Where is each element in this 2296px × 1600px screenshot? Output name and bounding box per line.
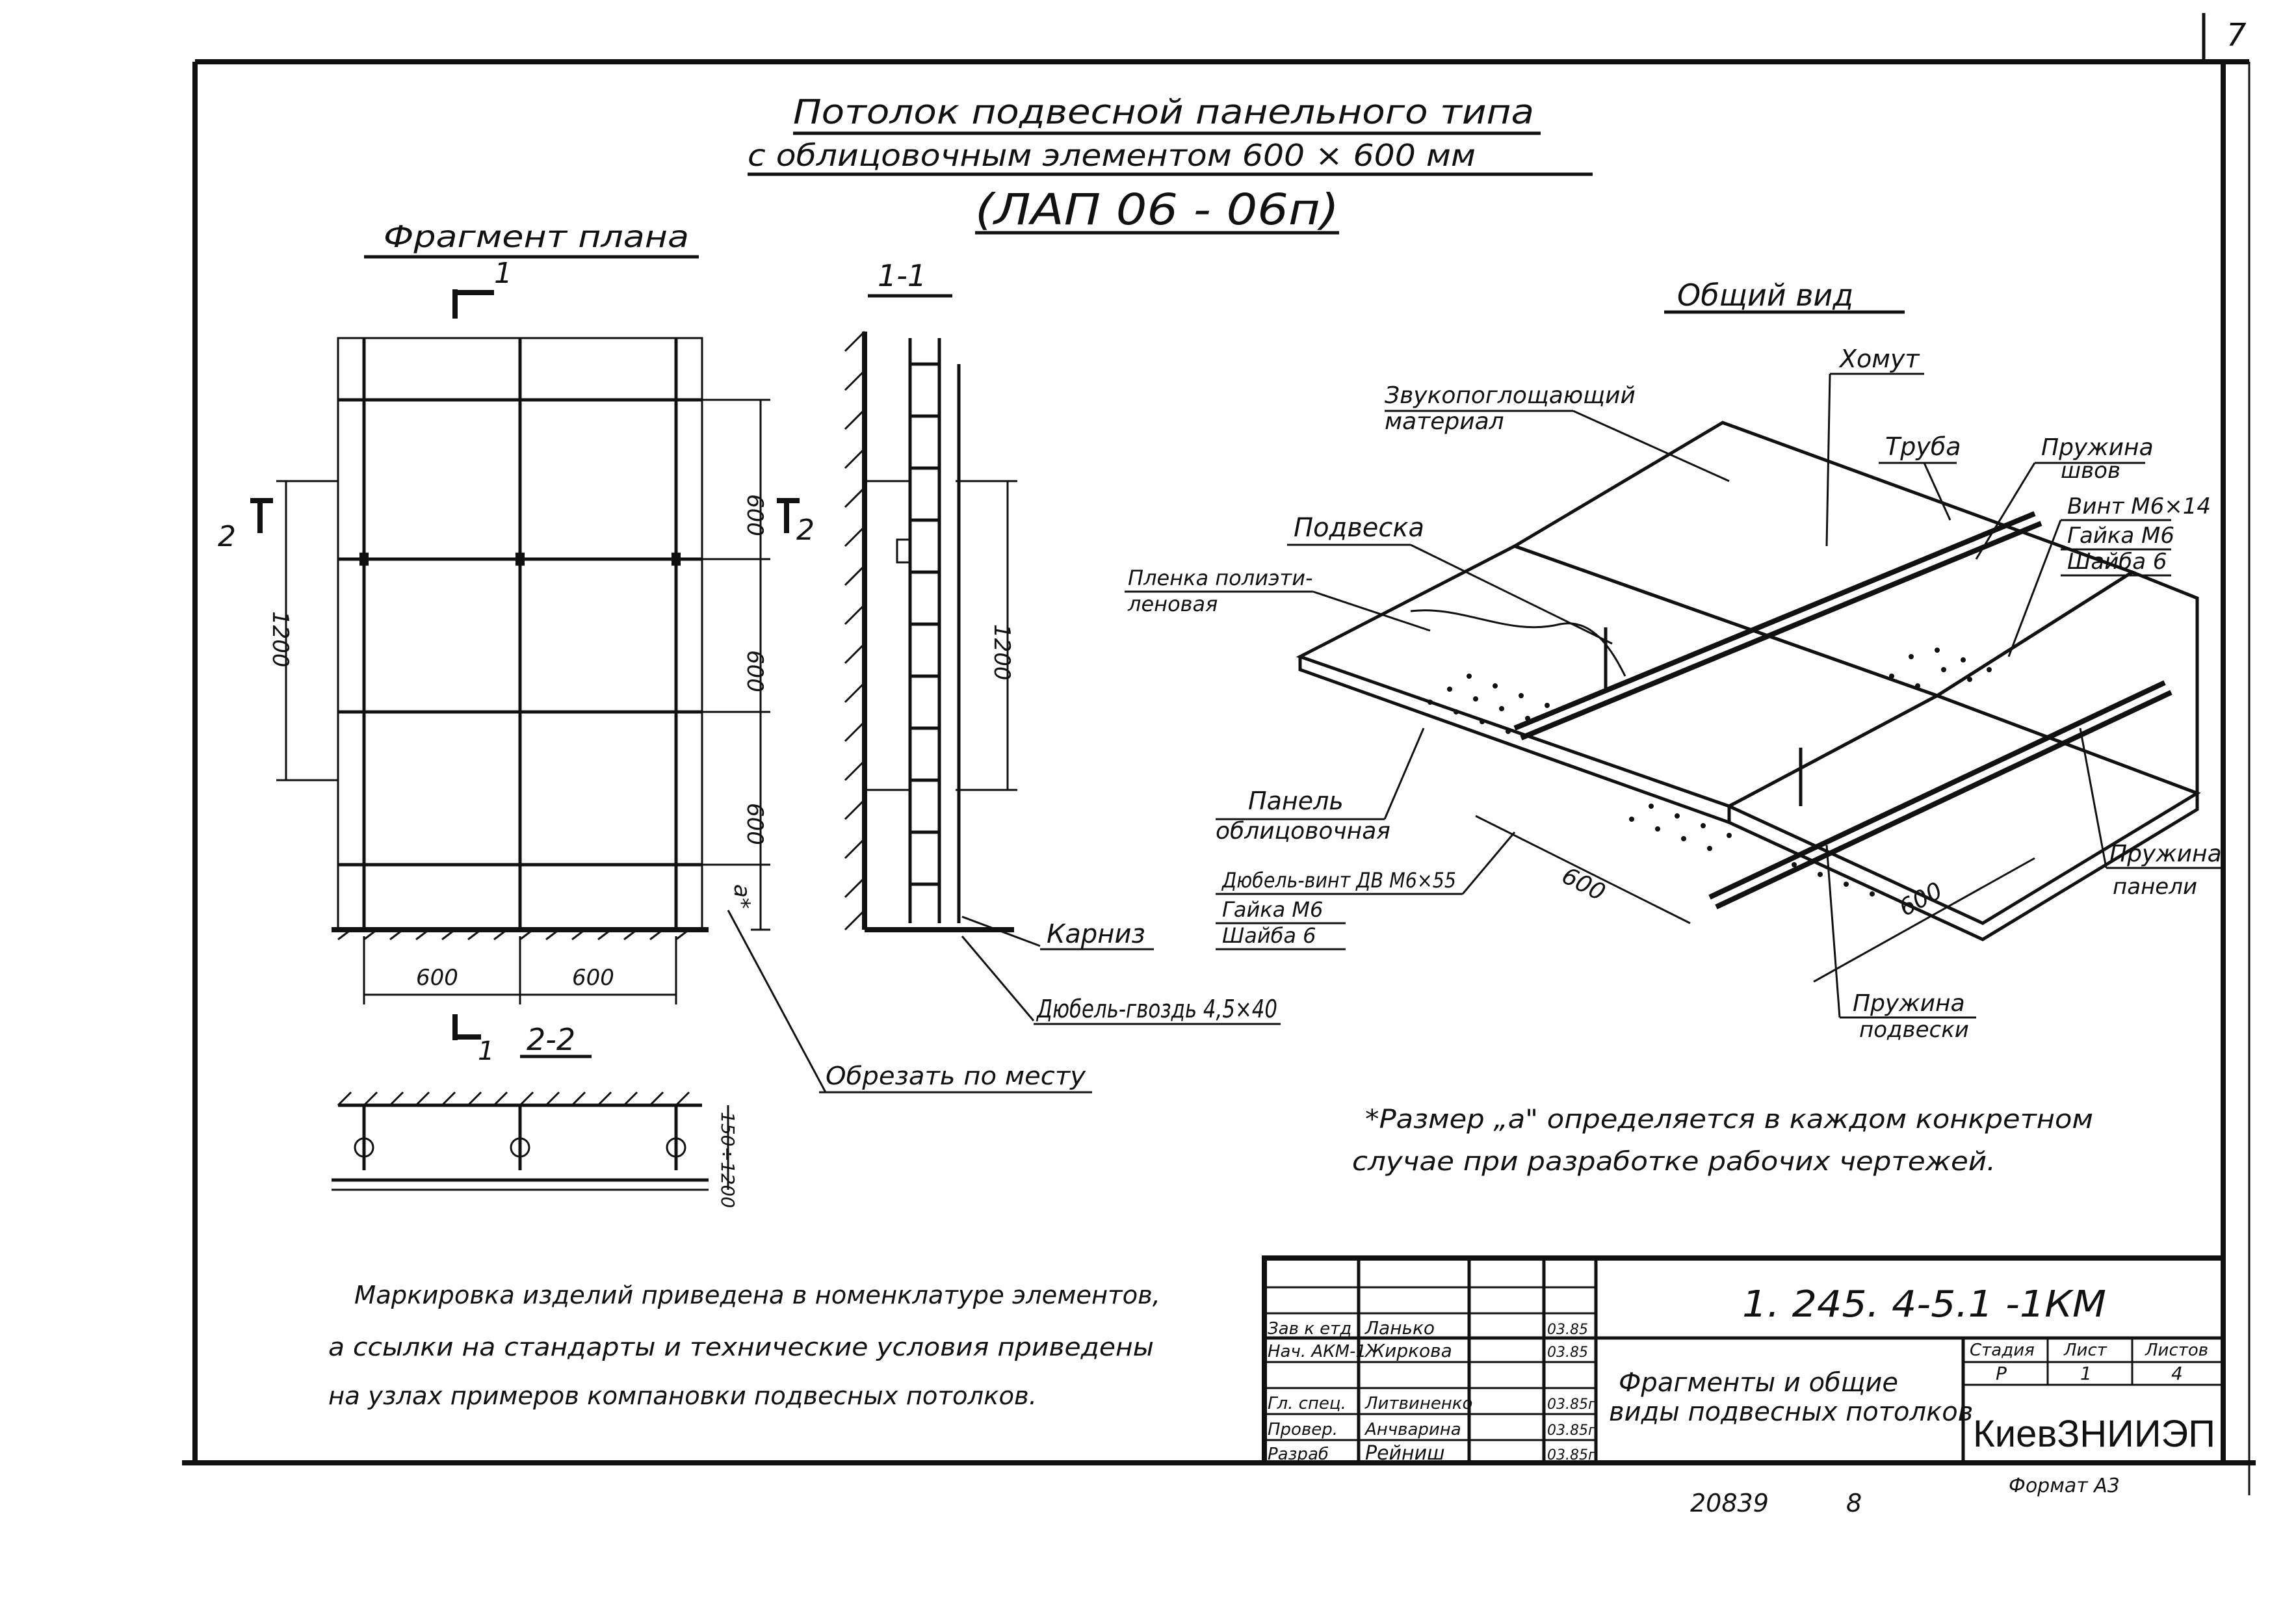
tb-date-5: 03.85г	[1547, 1423, 1596, 1439]
tb-inv-extra: 8	[1846, 1489, 1862, 1517]
title-line-2: с облицовочным элементом 600 × 600 мм	[748, 138, 1476, 173]
section-2-2: 2-2 150÷1200	[332, 1022, 738, 1208]
label-seam-spring-1: Пружина	[2041, 434, 2154, 461]
tb-role-6: Разраб	[1268, 1445, 1329, 1464]
tb-date-4: 03.85г	[1547, 1397, 1596, 1413]
tb-sheet-label: Лист	[2063, 1341, 2107, 1360]
callout-dowel: Дюбель-гвоздь 4,5×40	[1036, 995, 1277, 1023]
page-number: 7	[2226, 17, 2247, 53]
label-film-1: Пленка полиэти-	[1128, 566, 1313, 590]
iso-dim-b: 600	[1895, 877, 1947, 921]
plan-fragment: Фрагмент плана 1 2	[218, 219, 1092, 1094]
plan-section-mark-1-bottom: 1	[478, 1036, 494, 1066]
tb-doc-title-2: виды подвесных потолков	[1609, 1397, 1973, 1427]
tb-org: КиевЗНИИЭП	[1973, 1413, 2215, 1455]
plan-dim-right-1: 600	[742, 494, 768, 536]
plan-cut-note: Обрезать по месту	[826, 1062, 1086, 1090]
tb-doc-title-1: Фрагменты и общие	[1619, 1368, 1898, 1398]
plan-dim-left: 1200	[267, 611, 293, 668]
tb-stage: Р	[1996, 1363, 2007, 1384]
tb-name-1: Ланько	[1364, 1317, 1435, 1339]
label-washer: Шайба 6	[2067, 549, 2167, 575]
label-panel-spring-1: Пружина	[2109, 841, 2222, 867]
tb-name-5: Анчварина	[1364, 1420, 1461, 1439]
label-hanger: Подвеска	[1294, 513, 1424, 543]
label-nut-2: Гайка М6	[1222, 897, 1323, 922]
tb-inv-number: 20839	[1690, 1489, 1769, 1517]
label-panel-spring-2: панели	[2113, 874, 2197, 900]
tb-date-2: 03.85	[1547, 1344, 1588, 1361]
size-note-line-1: *Размер „а" определяется в каждом конкре…	[1365, 1105, 2093, 1134]
tb-date-1: 03.85	[1547, 1322, 1588, 1338]
drawing-title: Потолок подвесной панельного типа с обли…	[748, 93, 1593, 235]
label-washer-2: Шайба 6	[1222, 923, 1316, 948]
tb-role-5: Провер.	[1268, 1420, 1338, 1439]
section-2-2-heading: 2-2	[527, 1022, 575, 1057]
label-sound-material-1: Звукопоглощающий	[1385, 382, 1636, 409]
tb-name-2: Жиркова	[1364, 1340, 1452, 1361]
tb-sheet: 1	[2080, 1363, 2092, 1384]
tb-name-6: Рейниш	[1365, 1442, 1445, 1465]
perforation	[1428, 648, 1992, 897]
label-hanger-spring-1: Пружина	[1853, 990, 1965, 1017]
marking-note: Маркировка изделий приведена в номенклат…	[328, 1281, 1160, 1410]
general-view-heading: Общий вид	[1677, 278, 1853, 313]
tb-role-4: Гл. спец.	[1268, 1394, 1346, 1413]
label-screw: Винт М6×14	[2067, 493, 2211, 519]
size-note: *Размер „а" определяется в каждом конкре…	[1352, 1105, 2093, 1177]
tb-sheets-label: Листов	[2145, 1341, 2208, 1360]
section-1-1-dim: 1200	[989, 624, 1015, 681]
tb-name-4: Литвиненко	[1364, 1394, 1472, 1413]
label-sound-material-2: материал	[1385, 408, 1504, 435]
label-nut: Гайка М6	[2067, 523, 2174, 549]
iso-dim-a: 600	[1558, 862, 1610, 906]
tb-format: Формат А3	[2009, 1475, 2120, 1497]
tb-date-6: 03.85г	[1547, 1447, 1596, 1463]
tb-role-1: Зав к етд	[1268, 1319, 1351, 1339]
marking-note-line-1: Маркировка изделий приведена в номенклат…	[354, 1281, 1160, 1309]
plan-section-mark-1: 1	[494, 257, 512, 290]
callout-cornice: Карниз	[1047, 919, 1145, 949]
plan-section-mark-2-left: 2	[218, 520, 236, 553]
plan-dim-bottom-2: 600	[572, 965, 614, 991]
general-view: Общий вид Звукопоглощающий	[1125, 278, 2223, 1043]
label-panel-2: облицовочная	[1216, 818, 1390, 845]
label-seam-spring-2: швов	[2061, 458, 2120, 484]
plan-dim-right-a: a*	[729, 884, 755, 909]
tb-sheets: 4	[2171, 1363, 2183, 1384]
label-pipe: Труба	[1885, 432, 1961, 461]
tb-code: 1. 245. 4-5.1 -1КМ	[1742, 1283, 2106, 1326]
section-2-2-dim: 150÷1200	[717, 1112, 738, 1208]
sheet-frame	[182, 13, 2256, 1495]
tb-role-2: Нач. АКМ-1	[1268, 1342, 1366, 1361]
plan-dim-bottom-1: 600	[416, 965, 458, 991]
plan-dim-right-3: 600	[742, 803, 768, 845]
title-line-1: Потолок подвесной панельного типа	[793, 93, 1534, 132]
label-film-2: леновая	[1127, 592, 1218, 616]
label-clamp: Хомут	[1838, 345, 1920, 373]
label-panel-1: Панель	[1248, 787, 1344, 815]
section-1-1-heading: 1-1	[878, 258, 926, 293]
marking-note-line-2: а ссылки на стандарты и технические усло…	[328, 1333, 1154, 1361]
tb-stage-label: Стадия	[1970, 1341, 2035, 1360]
size-note-line-2: случае при разработке рабочих чертежей.	[1352, 1147, 1996, 1177]
section-1-1: 1-1 1200	[844, 258, 1281, 1025]
label-hanger-spring-2: подвески	[1859, 1017, 1969, 1043]
plan-heading: Фрагмент плана	[384, 219, 689, 254]
plan-dim-right-2: 600	[742, 650, 768, 692]
title-line-3: (ЛАП 06 - 06п)	[975, 185, 1339, 235]
plan-section-mark-2-right: 2	[796, 514, 815, 547]
marking-note-line-3: на узлах примеров компановки подвесных п…	[328, 1382, 1037, 1410]
label-dowel-screw: Дюбель-винт ДВ М6×55	[1221, 868, 1456, 893]
title-block: 1. 245. 4-5.1 -1КМ Зав к етд Ланько 03.8…	[1262, 1255, 2226, 1517]
